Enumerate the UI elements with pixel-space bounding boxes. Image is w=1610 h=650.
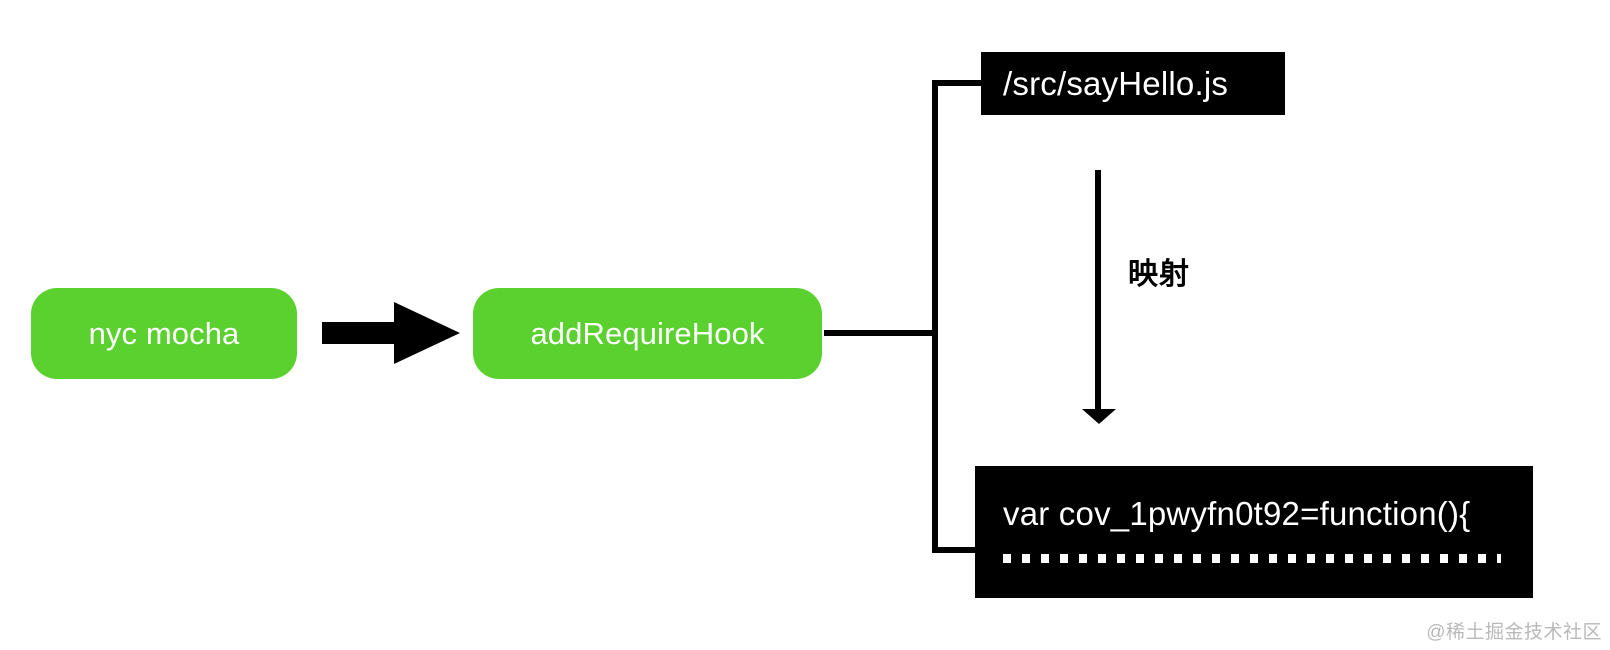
node-source-file[interactable]: /src/sayHello.js [981, 52, 1285, 115]
node-coverage-code[interactable]: var cov_1pwyfn0t92=function(){ [975, 466, 1533, 598]
code-placeholder-dots [1003, 554, 1501, 563]
node-nyc-mocha[interactable]: nyc mocha [31, 288, 297, 379]
node-coverage-code-label: var cov_1pwyfn0t92=function(){ [1003, 495, 1471, 532]
node-nyc-mocha-label: nyc mocha [88, 315, 240, 351]
node-add-require-hook[interactable]: addRequireHook [473, 288, 822, 379]
edge-map-arrow [1082, 170, 1116, 424]
node-add-require-hook-label: addRequireHook [530, 315, 765, 351]
edge-bracket [824, 80, 984, 553]
edge-label-mapping: 映射 [1128, 258, 1190, 291]
node-source-file-label: /src/sayHello.js [1003, 65, 1229, 102]
watermark: @稀土掘金技术社区 [1426, 622, 1602, 643]
edge-run-arrow [322, 302, 460, 364]
